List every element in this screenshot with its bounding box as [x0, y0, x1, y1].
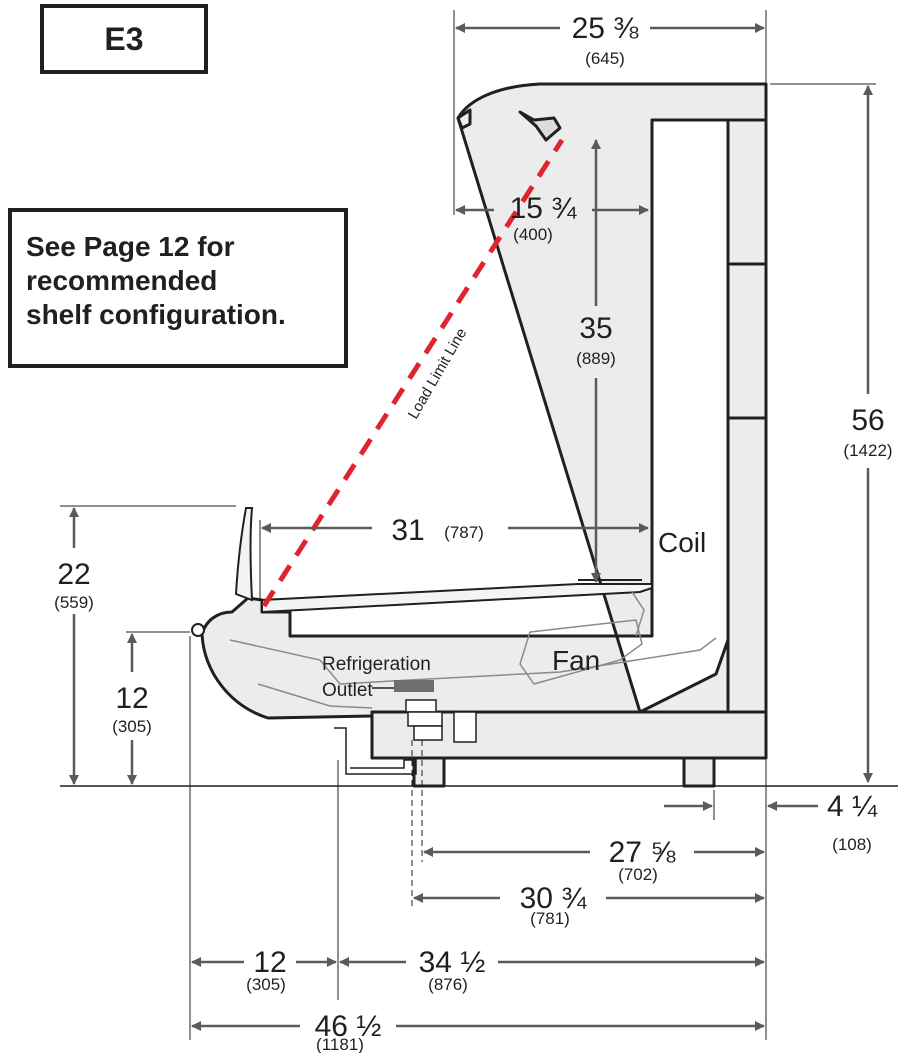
lower-rear-panel [726, 416, 768, 714]
canopy-depth-imperial: 15 ¾ [510, 192, 578, 225]
deck-depth-imperial: 31 [391, 514, 424, 547]
figure-id-box: E3 [40, 4, 208, 74]
upper-rear-panel [726, 118, 768, 266]
shelf-clearance-metric: (889) [576, 349, 616, 368]
leg-offset-imperial: 4 ¼ [827, 790, 878, 823]
rear-column [200, 82, 768, 720]
canopy-depth-metric: (400) [513, 225, 553, 244]
front-height-imperial: 22 [57, 558, 90, 591]
shelf-config-note: See Page 12 for recommended shelf config… [8, 208, 348, 368]
drain-b-metric: (781) [530, 909, 570, 928]
canopy-lip [456, 108, 472, 130]
rear-leg [682, 756, 716, 788]
top-width-imperial: 25 ⅜ [572, 12, 640, 45]
case-body [200, 82, 768, 788]
drain-a-imperial: 27 ⅝ [609, 836, 677, 869]
front-overhang-metric: (305) [246, 975, 286, 994]
outlet-label: Outlet [322, 680, 373, 701]
top-width-metric: (645) [585, 49, 625, 68]
drain-b-imperial: 30 ¾ [520, 882, 588, 915]
bumper-height-imperial: 12 [115, 682, 148, 715]
coil-label: Coil [658, 527, 706, 558]
overall-height-imperial: 56 [851, 404, 884, 437]
figure-id: E3 [104, 20, 144, 57]
refrigeration-outlet [334, 680, 477, 775]
drain-a-metric: (702) [618, 865, 658, 884]
shelf-clearance-imperial: 35 [579, 312, 612, 345]
extension-lines [60, 10, 876, 1040]
bumper-height-metric: (305) [112, 717, 152, 736]
deck-pan [261, 583, 653, 614]
canopy-tab [518, 110, 562, 142]
front-leg [412, 756, 446, 788]
component-labels: Coil Fan Refrigeration Outlet [322, 527, 706, 701]
fan-housing [519, 619, 643, 685]
front-height-metric: (559) [54, 593, 94, 612]
overall-depth-imperial: 46 ½ [315, 1010, 382, 1043]
leg-offset-metric: (108) [832, 835, 872, 854]
deck-depth-metric: (787) [444, 523, 484, 542]
overall-depth-metric: (1181) [316, 1035, 364, 1053]
front-overhang-imperial: 12 [253, 946, 286, 979]
fan-label: Fan [552, 645, 600, 676]
refrigeration-label: Refrigeration [322, 654, 431, 675]
overall-height-metric: (1422) [843, 441, 892, 460]
base-depth-imperial: 34 ½ [419, 946, 486, 979]
front-glass [234, 507, 254, 602]
dimension-arrows [69, 23, 873, 1031]
dimension-labels: 25 ⅜ (645) 15 ¾ (400) 35 (889) 56 (1422)… [54, 12, 892, 1053]
deck [191, 507, 653, 637]
base-depth-metric: (876) [428, 975, 468, 994]
